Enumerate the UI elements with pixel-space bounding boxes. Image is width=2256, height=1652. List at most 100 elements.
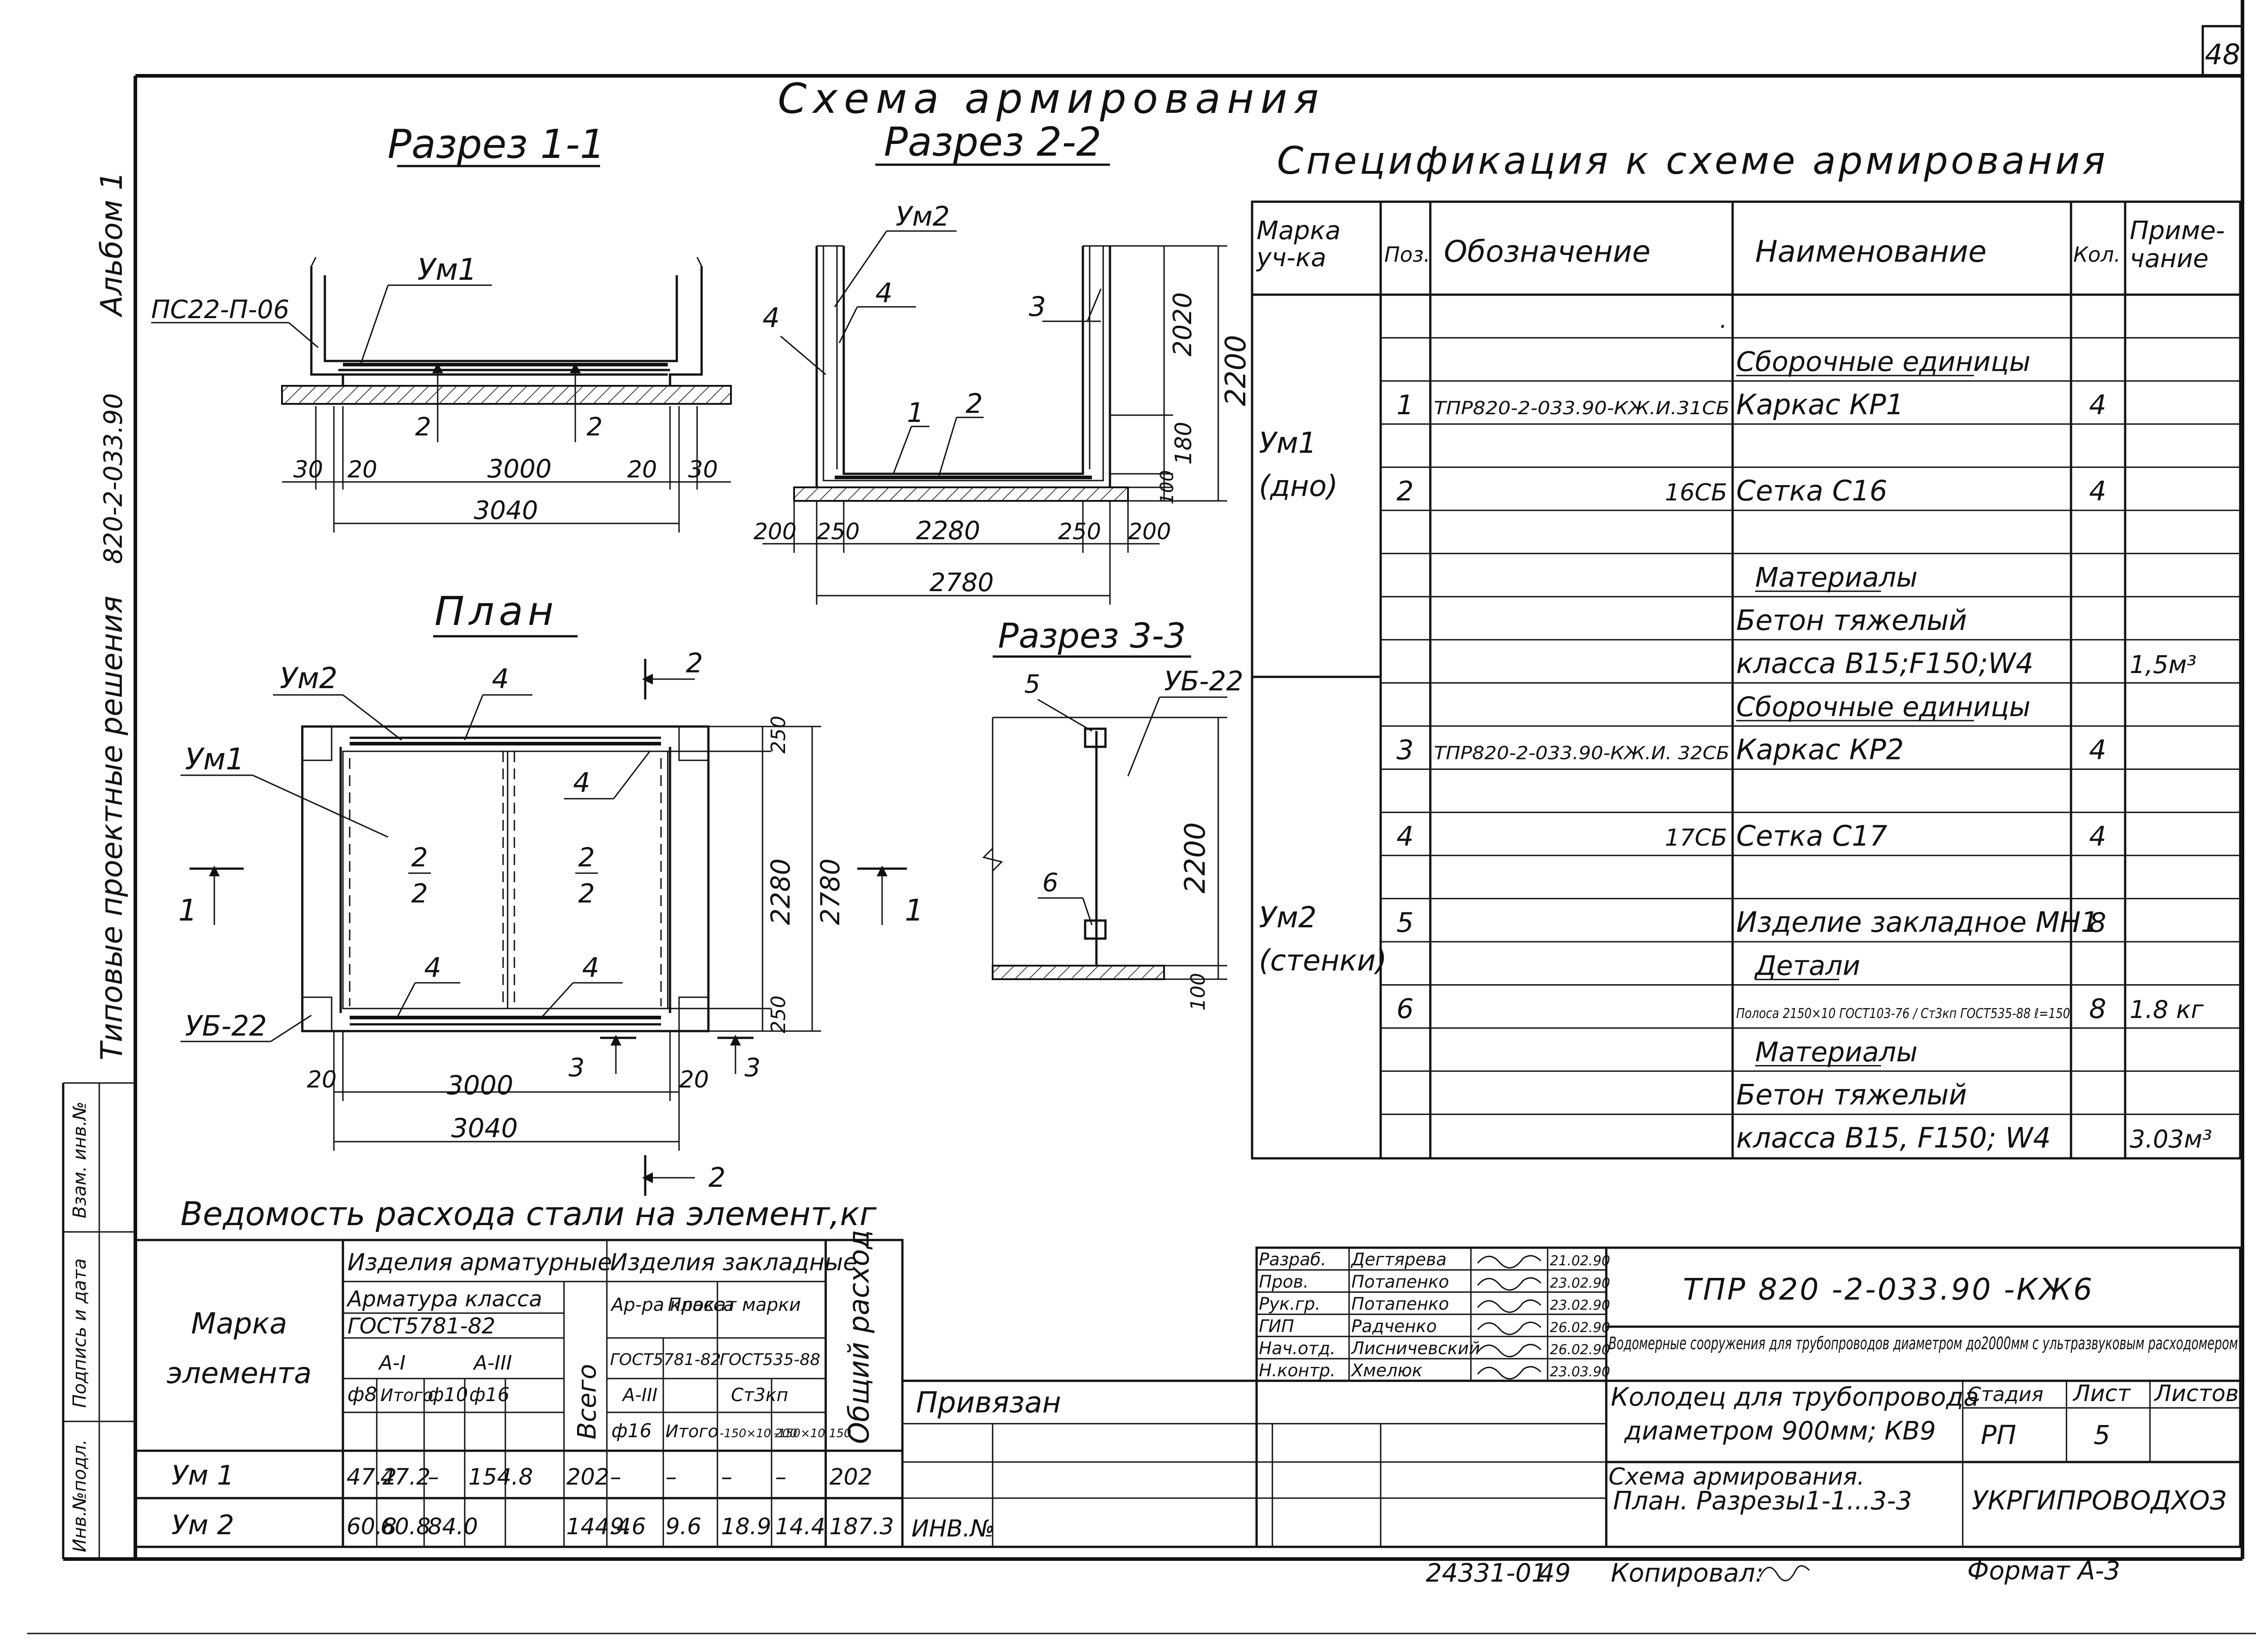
steel-h-f16: ф16 bbox=[469, 1384, 509, 1406]
steel-h-emb: Изделия закладные bbox=[610, 1249, 857, 1276]
spec-cell-note: 3.03м³ bbox=[2130, 1125, 2212, 1153]
spec-title: Спецификация к схеме армирования bbox=[1277, 139, 2108, 183]
steel-h-armklass: Ар-ра класса bbox=[610, 1295, 735, 1315]
steel-h-f16b: ф16 bbox=[611, 1420, 652, 1442]
steel-h-gost3: ГОСТ535-88 bbox=[720, 1351, 820, 1369]
sheet-frame: 48 bbox=[27, 0, 2256, 1634]
tb-name: Потапенко bbox=[1351, 1294, 1449, 1314]
steel-cell: – bbox=[666, 1464, 677, 1490]
steel-h-all: Всего bbox=[573, 1364, 602, 1439]
steel-table: Ведомость расхода стали на элемент,кг Ма… bbox=[134, 1195, 904, 1548]
fraction-right-num: 2 bbox=[578, 842, 595, 873]
steel-cell: 18.9 bbox=[721, 1513, 771, 1540]
label-4b: 4 bbox=[875, 278, 892, 309]
tb-name: Лисничевский bbox=[1350, 1338, 1480, 1358]
spec-cell-pos: 4 bbox=[1396, 821, 1414, 852]
section-3-3: Разрез 3-3 5 УБ-22 6 2200 100 bbox=[982, 615, 1244, 1011]
tb-item-l1: Колодец для трубопровода bbox=[1611, 1383, 1979, 1412]
signature bbox=[1477, 1277, 1542, 1291]
signature bbox=[1477, 1321, 1542, 1335]
steel-cell: 202 bbox=[829, 1464, 872, 1490]
spec-cell-name: класса В15;F150;W4 bbox=[1736, 647, 2034, 680]
label-1: 1 bbox=[907, 397, 924, 429]
plan-dim-20a: 20 bbox=[307, 1066, 337, 1093]
footer-inv: 24331-01 bbox=[1426, 1559, 1548, 1588]
left-strip: Взам. инв.№ Подпись и дата Инв.№подл. Ти… bbox=[62, 171, 135, 1559]
steel-h-gost2: ГОСТ5781-82 bbox=[610, 1351, 721, 1369]
spec-cell-qty: 4 bbox=[2089, 735, 2106, 766]
tb-org: УКРГИПРОВОДХОЗ bbox=[1972, 1485, 2227, 1516]
cut-1-right: 1 bbox=[905, 893, 924, 928]
spec-cell-name: Бетон тяжелый bbox=[1736, 1078, 1967, 1111]
spec-cell-mark: Ум1 bbox=[1259, 426, 1317, 460]
tb-stage: РП bbox=[1981, 1420, 2016, 1450]
tb-stage-h: Стадия bbox=[1967, 1383, 2043, 1406]
steel-cell: 60.8 bbox=[347, 1513, 397, 1540]
fraction-left-num: 2 bbox=[411, 842, 428, 873]
spec-cell-mark: (стенки) bbox=[1259, 944, 1387, 978]
spec-h-qty: Кол. bbox=[2073, 242, 2121, 267]
steel-cell: – bbox=[721, 1464, 732, 1490]
spec-cell-qty: 8 bbox=[2089, 907, 2106, 939]
spec-cell-pos: 1 bbox=[1396, 389, 1414, 421]
steel-cell: 84.0 bbox=[428, 1513, 478, 1540]
spec-h-name: Наименование bbox=[1755, 234, 1987, 269]
tb-object: Водомерные сооружения для трубопроводов … bbox=[1609, 1333, 2238, 1353]
fraction-left-den: 2 bbox=[411, 878, 428, 909]
steel-cell: 47.2 bbox=[380, 1464, 430, 1490]
signature bbox=[1477, 1255, 1542, 1269]
spec-cell-note: 1,5м³ bbox=[2130, 650, 2196, 679]
tb-sheet: 5 bbox=[2094, 1420, 2110, 1450]
tb-date: 21.02.90 bbox=[1550, 1253, 1610, 1269]
spec-h-note: Приме-чание bbox=[2130, 216, 2225, 273]
album-label: Альбом 1 bbox=[94, 171, 129, 318]
label-ub22: УБ-22 bbox=[1164, 666, 1244, 697]
steel-h-itogo2: Итого bbox=[666, 1421, 718, 1441]
plan-label-4-right: 4 bbox=[573, 767, 590, 799]
steel-cell: 187.3 bbox=[829, 1513, 894, 1540]
spec-cell-name: Сборочные единицы bbox=[1736, 346, 2030, 378]
spec-cell-name: Каркас КР2 bbox=[1736, 733, 1904, 766]
plan-dim-2280: 2280 bbox=[765, 858, 796, 925]
steel-h-s2: -150×10 150 bbox=[774, 1427, 851, 1440]
spec-cell-name: Полоса 2150×10 ГОСТ103-76 / Ст3кп ГОСТ53… bbox=[1736, 1006, 2070, 1022]
steel-cell: 154.8 bbox=[468, 1464, 533, 1490]
section-2-2-title: Разрез 2-2 bbox=[884, 119, 1101, 165]
spec-cell-code: . bbox=[1720, 307, 1727, 334]
tb-name: Радченко bbox=[1351, 1316, 1437, 1336]
steel-h-itogo: Итого bbox=[380, 1385, 433, 1405]
spec-cell-pos: 2 bbox=[1396, 476, 1414, 507]
tb-sheet-l2: План. Разрезы1-1...3-3 bbox=[1613, 1486, 1912, 1516]
dim-2780: 2780 bbox=[929, 568, 994, 597]
steel-cell: – bbox=[428, 1464, 439, 1490]
spec-cell-name: Изделие закладное МН1 bbox=[1736, 906, 2099, 939]
spec-cell-pos: 6 bbox=[1396, 993, 1414, 1025]
plan-label-um2: Ум2 bbox=[280, 662, 337, 695]
tb-date: 26.02.90 bbox=[1550, 1320, 1610, 1336]
dim-2280: 2280 bbox=[916, 516, 980, 546]
steel-h-f10: ф10 bbox=[428, 1384, 468, 1406]
plan-dim-250b: 250 bbox=[767, 995, 790, 1033]
cut-3b: 3 bbox=[744, 1053, 761, 1083]
spec-cell-qty: 4 bbox=[2089, 476, 2106, 507]
spec-cell-mark: Ум2 bbox=[1259, 901, 1317, 935]
steel-cell: 47.2 bbox=[347, 1464, 397, 1490]
steel-h-aiii2: А-III bbox=[621, 1385, 657, 1406]
tb-date: 23.02.90 bbox=[1550, 1298, 1610, 1314]
binding-label: Привязан bbox=[916, 1386, 1061, 1420]
steel-h-st3: Ст3кп bbox=[731, 1385, 788, 1406]
tb-role: Рук.гр. bbox=[1259, 1294, 1321, 1314]
tb-sheets-h: Листов bbox=[2154, 1380, 2239, 1407]
label-um2: Ум2 bbox=[896, 201, 950, 232]
album-series: Типовые проектные решения bbox=[94, 596, 129, 1060]
spec-cell-note: 1.8 кг bbox=[2130, 995, 2204, 1024]
spec-cell-name: класса В15, F150; W4 bbox=[1736, 1121, 2051, 1154]
steel-h-class: Арматура класса bbox=[346, 1286, 542, 1312]
spec-cell-code: 16СБ bbox=[1665, 479, 1727, 506]
strip-inv-sub: Взам. инв.№ bbox=[69, 1101, 90, 1218]
fraction-right-den: 2 bbox=[578, 878, 595, 909]
